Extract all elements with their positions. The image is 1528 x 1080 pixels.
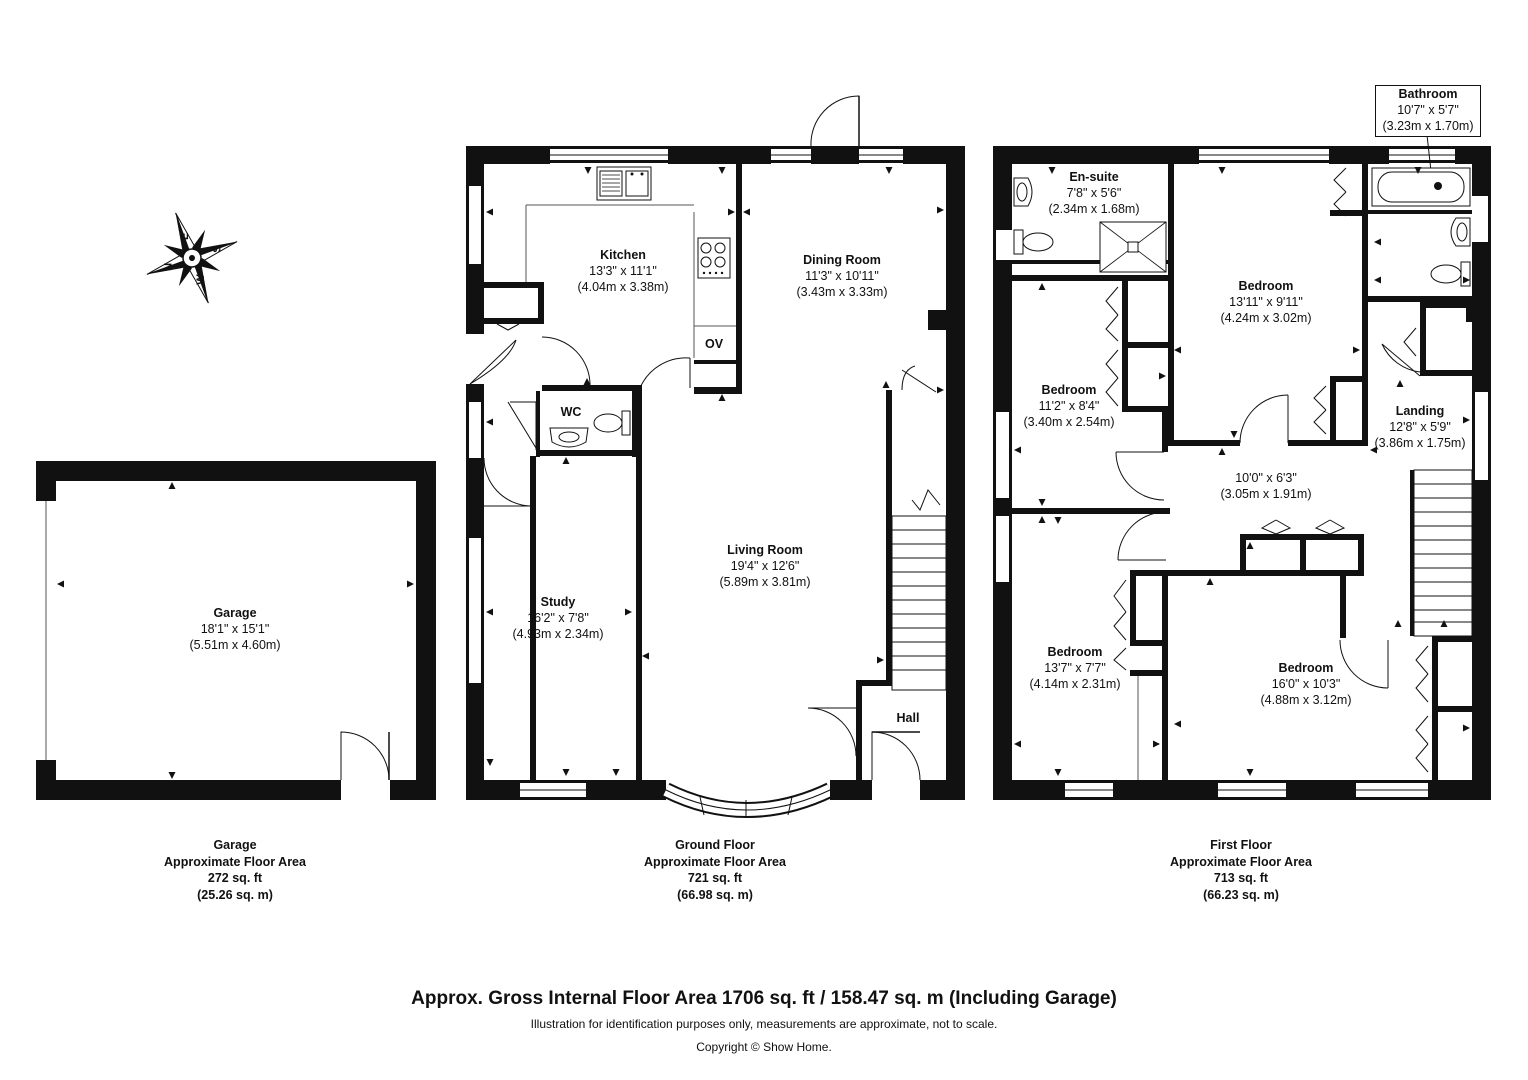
garage-floor-caption: Approximate Floor Area — [164, 854, 306, 869]
landing-label: Landing 12'8" x 5'9" (3.86m x 1.75m) — [1374, 403, 1465, 451]
hall-name: Hall — [896, 711, 920, 725]
first-floor-caption: Approximate Floor Area — [1170, 854, 1312, 869]
bathroom-basin-icon — [1450, 217, 1471, 247]
bedroom-2-label: Bedroom 11'2" x 8'4" (3.40m x 2.54m) — [1023, 382, 1114, 430]
living-metric: (5.89m x 3.81m) — [719, 575, 811, 589]
bathroom-metric: (3.23m x 1.70m) — [1382, 119, 1474, 133]
ensuite-basin-icon — [1013, 177, 1033, 207]
dining-name: Dining Room — [803, 253, 881, 267]
bathroom-label: Bathroom 10'7" x 5'7" (3.23m x 1.70m) — [1375, 85, 1481, 137]
garage-floor-sqm: (25.26 sq. m) — [197, 887, 273, 902]
first-floor-plan — [993, 134, 1491, 800]
ground-floor-plan — [466, 95, 965, 818]
landing-ext-imperial: 10'0" x 6'3" — [1235, 471, 1297, 485]
study-metric: (4.93m x 2.34m) — [512, 627, 604, 641]
compass-n: N — [163, 263, 175, 271]
bedroom-4-imperial: 16'0" x 10'3" — [1271, 677, 1341, 691]
bedroom-3-name: Bedroom — [1047, 645, 1103, 659]
garage-floor-sqft: 272 sq. ft — [207, 871, 263, 885]
dining-imperial: 11'3" x 10'11" — [805, 269, 879, 283]
first-staircase — [1410, 469, 1473, 637]
bedroom-2-name: Bedroom — [1041, 383, 1097, 397]
bedroom-1-name: Bedroom — [1238, 279, 1294, 293]
bedroom-2-imperial: 11'2" x 8'4" — [1038, 399, 1100, 413]
first-floor-sqft: 713 sq. ft — [1213, 871, 1269, 885]
bedroom-1-metric: (4.24m x 3.02m) — [1220, 311, 1312, 325]
bathroom-imperial: 10'7" x 5'7" — [1397, 103, 1459, 117]
landing-metric: (3.86m x 1.75m) — [1374, 436, 1466, 450]
wc-label: WC — [561, 404, 582, 420]
compass-rose-icon: N E S W — [146, 212, 238, 304]
ground-floor-caption: Approximate Floor Area — [644, 854, 786, 869]
sink-icon — [596, 166, 652, 201]
compass-e: E — [179, 233, 191, 240]
bathroom-name: Bathroom — [1398, 87, 1458, 101]
compass-w: W — [195, 274, 207, 285]
garage-floor-area: Garage Approximate Floor Area 272 sq. ft… — [164, 837, 306, 903]
kitchen-label: Kitchen 13'3" x 11'1" (4.04m x 3.38m) — [577, 247, 668, 295]
bedroom-4-name: Bedroom — [1278, 661, 1334, 675]
disclaimer-text: Illustration for identification purposes… — [530, 1017, 998, 1031]
shower-icon — [1099, 221, 1167, 273]
toilet-icon — [593, 410, 631, 436]
ground-floor-name: Ground Floor — [675, 838, 755, 852]
landing-imperial: 12'8" x 5'9" — [1389, 420, 1451, 434]
living-imperial: 19'4" x 12'6" — [730, 559, 800, 573]
dining-room-label: Dining Room 11'3" x 10'11" (3.43m x 3.33… — [796, 252, 887, 300]
ensuite-imperial: 7'8" x 5'6" — [1066, 186, 1122, 200]
ground-floor-sqft: 721 sq. ft — [687, 871, 743, 885]
dining-metric: (3.43m x 3.33m) — [796, 285, 888, 299]
hall-label: Hall — [897, 710, 920, 726]
hob-icon — [697, 237, 731, 279]
bedroom-3-label: Bedroom 13'7" x 7'7" (4.14m x 2.31m) — [1029, 644, 1120, 692]
ground-floor-sqm: (66.98 sq. m) — [677, 887, 753, 902]
oven-label: OV — [705, 336, 723, 352]
living-room-label: Living Room 19'4" x 12'6" (5.89m x 3.81m… — [719, 542, 810, 590]
ensuite-metric: (2.34m x 1.68m) — [1048, 202, 1140, 216]
ensuite-label: En-suite 7'8" x 5'6" (2.34m x 1.68m) — [1048, 169, 1139, 217]
bathroom-toilet-icon — [1430, 261, 1471, 287]
ensuite-toilet-icon — [1013, 229, 1054, 255]
garage-name: Garage — [213, 606, 257, 620]
garage-floor-name: Garage — [213, 838, 257, 852]
landing-ext-metric: (3.05m x 1.91m) — [1220, 487, 1312, 501]
landing-extension-label: 10'0" x 6'3" (3.05m x 1.91m) — [1220, 470, 1311, 502]
compass-s: S — [211, 245, 223, 252]
first-floor-sqm: (66.23 sq. m) — [1203, 887, 1279, 902]
bedroom-1-label: Bedroom 13'11" x 9'11" (4.24m x 3.02m) — [1220, 278, 1311, 326]
bedroom-1-imperial: 13'11" x 9'11" — [1229, 295, 1303, 309]
first-floor-area: First Floor Approximate Floor Area 713 s… — [1170, 837, 1312, 903]
study-imperial: 16'2" x 7'8" — [527, 611, 589, 625]
study-name: Study — [540, 595, 576, 609]
kitchen-metric: (4.04m x 3.38m) — [577, 280, 669, 294]
landing-name: Landing — [1395, 404, 1445, 418]
bedroom-4-metric: (4.88m x 3.12m) — [1260, 693, 1352, 707]
wc-name: WC — [560, 405, 582, 419]
garage-metric: (5.51m x 4.60m) — [189, 638, 281, 652]
oven-name: OV — [704, 337, 724, 351]
copyright-text: Copyright © Show Home. — [696, 1040, 832, 1054]
ground-floor-area: Ground Floor Approximate Floor Area 721 … — [644, 837, 786, 903]
bedroom-3-metric: (4.14m x 2.31m) — [1029, 677, 1121, 691]
basin-icon — [549, 427, 589, 448]
garage-imperial: 18'1" x 15'1" — [200, 622, 270, 636]
first-floor-name: First Floor — [1210, 838, 1272, 852]
kitchen-imperial: 13'3" x 11'1" — [589, 264, 657, 278]
ensuite-name: En-suite — [1069, 170, 1119, 184]
garage-plan — [36, 461, 436, 800]
kitchen-name: Kitchen — [600, 248, 646, 262]
bath-icon — [1371, 167, 1471, 207]
garage-room-label: Garage 18'1" x 15'1" (5.51m x 4.60m) — [189, 605, 280, 653]
living-name: Living Room — [727, 543, 803, 557]
ground-staircase — [891, 489, 947, 691]
gross-area-title: Approx. Gross Internal Floor Area 1706 s… — [411, 988, 1117, 1009]
bedroom-2-metric: (3.40m x 2.54m) — [1023, 415, 1115, 429]
bedroom-4-label: Bedroom 16'0" x 10'3" (4.88m x 3.12m) — [1260, 660, 1351, 708]
bedroom-3-imperial: 13'7" x 7'7" — [1044, 661, 1106, 675]
study-label: Study 16'2" x 7'8" (4.93m x 2.34m) — [512, 594, 603, 642]
